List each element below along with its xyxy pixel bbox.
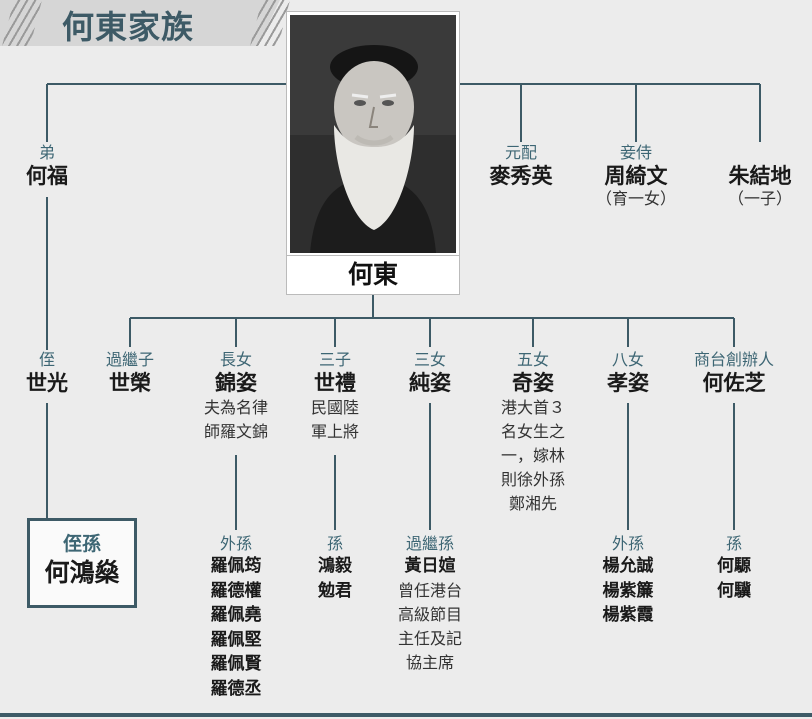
child-node: 八女 孝姿: [588, 350, 668, 396]
grandchild-role: 孫: [725, 534, 742, 553]
grandchild-name: 何鴻燊: [44, 557, 120, 587]
child-role: 三女: [413, 350, 446, 369]
spouse-name: 周綺文: [604, 164, 668, 188]
grandchild-name: 何騵: [717, 556, 751, 576]
grandchild-name: 羅佩堯: [210, 605, 262, 625]
grandchild-desc-line: 曾任港台: [397, 580, 462, 600]
portrait-icon: [290, 15, 456, 253]
child-role: 八女: [611, 350, 644, 369]
grandchild-name: 鴻毅: [318, 556, 352, 576]
grandchild-desc-line: 高級節目: [397, 604, 462, 624]
grandchild-name: 羅佩堅: [210, 629, 262, 650]
grandchild-role: 孫: [326, 534, 343, 553]
child-desc-line: 一，嫁林: [500, 446, 565, 466]
child-name: 世光: [26, 371, 68, 395]
spouse-node: 妾侍 周綺文 （育一女）: [586, 143, 686, 209]
grandchild-name: 何驥: [717, 580, 751, 601]
bottom-rule: [0, 713, 812, 717]
child-node: 長女 錦姿 夫為名律 師羅文錦: [186, 350, 286, 444]
spouse-note: （育一女）: [595, 189, 676, 209]
spouse-node: 朱結地 （一子）: [710, 163, 810, 209]
child-node: 侄 世光: [7, 350, 87, 396]
brother-name: 何福: [26, 164, 68, 188]
brother-node: 弟 何福: [7, 143, 87, 189]
child-name: 孝姿: [607, 371, 649, 395]
child-name: 純姿: [409, 371, 451, 395]
child-role: 五女: [516, 350, 549, 369]
grandchild-role: 過繼孫: [405, 534, 454, 553]
grandchild-name: 羅德權: [210, 580, 262, 601]
grandchild-node: 外孫 羅佩筠 羅德權 羅佩堯 羅佩堅 羅佩賢 羅德丞: [186, 534, 286, 701]
child-node: 商台創辦人 何佐芝: [676, 350, 792, 396]
grandchild-name: 羅佩賢: [210, 654, 262, 674]
highlighted-grandnephew-box: 侄孫 何鴻燊: [27, 518, 137, 608]
child-desc-line: 軍上將: [310, 422, 359, 442]
page-title: 何東家族: [62, 8, 195, 46]
spouse-name: 朱結地: [728, 164, 792, 188]
child-role: 過繼子: [105, 350, 154, 369]
grandchild-node: 孫 何騵 何驥: [694, 534, 774, 603]
grandchild-name: 羅德丞: [210, 678, 262, 699]
portrait-photo: [287, 12, 459, 256]
child-node: 五女 奇姿 港大首３ 名女生之 一，嫁林 則徐外孫 鄭湘先: [483, 350, 583, 516]
grandchild-node: 侄孫 何鴻燊: [30, 533, 134, 588]
grandchild-name: 楊允誠: [602, 556, 654, 576]
spouse-node: 元配 麥秀英: [481, 143, 561, 189]
child-name: 何佐芝: [702, 371, 766, 395]
child-node: 過繼子 世榮: [90, 350, 170, 396]
child-name: 錦姿: [215, 371, 257, 395]
child-role: 商台創辦人: [693, 350, 774, 369]
child-role: 三子: [318, 350, 351, 369]
child-desc-line: 民國陸: [310, 398, 359, 418]
child-desc-line: 則徐外孫: [500, 470, 565, 490]
child-name: 世榮: [109, 371, 151, 395]
brother-role: 弟: [38, 143, 55, 162]
spouse-role: 妾侍: [619, 143, 652, 162]
grandchild-role: 外孫: [219, 534, 252, 553]
grandchild-name: 楊紫霞: [602, 605, 654, 625]
child-desc-line: 名女生之: [500, 422, 565, 442]
grandchild-node: 過繼孫 黃日媗 曾任港台 高級節目 主任及記 協主席: [380, 534, 480, 675]
child-desc-line: 港大首３: [500, 398, 565, 418]
child-node: 三女 純姿: [385, 350, 475, 396]
grandchild-name: 楊紫簾: [602, 580, 654, 601]
child-desc-line: 師羅文錦: [203, 422, 268, 442]
grandchild-node: 孫 鴻毅 勉君: [290, 534, 380, 603]
child-desc-line: 夫為名律: [203, 398, 268, 418]
grandchild-name: 羅佩筠: [210, 556, 262, 576]
grandchild-desc-line: 主任及記: [397, 628, 462, 648]
title-band: [0, 0, 280, 46]
child-role: 長女: [219, 350, 252, 369]
grandchild-name: 勉君: [318, 580, 352, 601]
child-role: 侄: [38, 350, 55, 369]
grandchild-desc-line: 協主席: [405, 652, 454, 672]
child-name: 奇姿: [512, 371, 554, 395]
child-node: 三子 世禮 民國陸 軍上將: [290, 350, 380, 444]
grandchild-role: 外孫: [611, 534, 644, 553]
spouse-name: 麥秀英: [489, 164, 553, 188]
grandchild-role: 侄孫: [62, 533, 101, 555]
child-desc-line: 鄭湘先: [508, 494, 557, 514]
child-name: 世禮: [314, 371, 356, 395]
center-name: 何東: [287, 256, 459, 294]
spouse-note: （一子）: [727, 189, 792, 209]
spouse-role: 元配: [504, 143, 537, 162]
grandchild-name: 黃日媗: [404, 556, 456, 576]
grandchild-node: 外孫 楊允誠 楊紫簾 楊紫霞: [583, 534, 673, 628]
